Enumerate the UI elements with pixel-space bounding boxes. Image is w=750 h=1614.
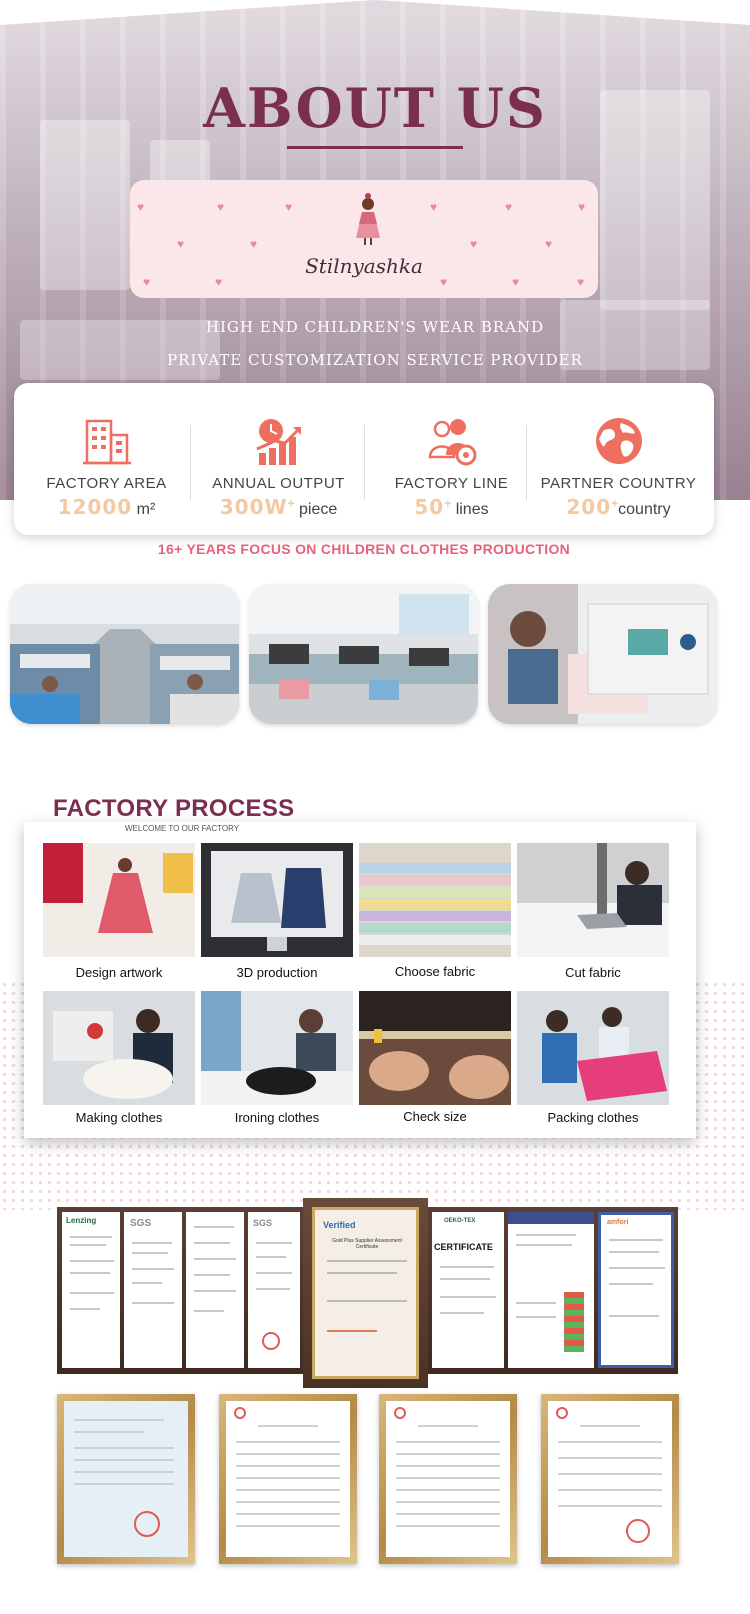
- stat-factory-area: FACTORY AREA 12000 m²: [19, 383, 194, 535]
- step-photo-packing: [517, 991, 669, 1105]
- step-label: Cut fabric: [565, 965, 621, 980]
- heart-icon: ♥: [512, 275, 520, 289]
- certificate-test-report-2: [379, 1394, 517, 1564]
- clock-growth-icon: [256, 419, 301, 465]
- factory-photo-sewing-floor: [249, 584, 478, 724]
- certificate-sgs-2: SGS: [248, 1212, 300, 1368]
- step-label: 3D production: [236, 965, 318, 980]
- stat-unit: country: [618, 501, 671, 518]
- step-label: Check size: [403, 1109, 467, 1124]
- tagline-service: PRIVATE CUSTOMIZATION SERVICE PROVIDER: [167, 351, 583, 369]
- stat-plus: +: [611, 496, 619, 511]
- heart-icon: ♥: [545, 237, 553, 251]
- step-photo-cut: [517, 843, 669, 957]
- certificate-amfori: amfori: [598, 1212, 674, 1368]
- stat-factory-line: FACTORY LINE 50+ lines: [364, 383, 539, 535]
- step-label: Choose fabric: [394, 964, 476, 979]
- certificate-test-report-1: [219, 1394, 357, 1564]
- heart-icon: ♥: [143, 275, 151, 289]
- step-photo-ironing: [201, 991, 353, 1105]
- process-title: FACTORY PROCESS: [53, 795, 295, 822]
- stat-label: FACTORY AREA: [46, 475, 167, 492]
- heart-icon: ♥: [217, 200, 225, 214]
- heart-icon: ♥: [440, 275, 448, 289]
- divider: [190, 425, 191, 500]
- heart-icon: ♥: [137, 200, 145, 214]
- tagline-brand: HIGH END CHILDREN'S WEAR BRAND: [205, 318, 545, 336]
- step-photo-design: [43, 843, 195, 957]
- step-photo-fabric: [359, 843, 511, 957]
- stat-value: 12000: [57, 495, 133, 519]
- building-icon: [83, 419, 131, 465]
- heart-icon: ♥: [215, 275, 223, 289]
- factory-photo-machine: [488, 584, 717, 724]
- certificate-test-report-3: [541, 1394, 679, 1564]
- stat-unit: piece: [294, 501, 338, 518]
- stat-plus: +: [444, 496, 452, 511]
- stat-unit: m²: [132, 501, 156, 518]
- heart-icon: ♥: [430, 200, 438, 214]
- certificate-inspection: [57, 1394, 195, 1564]
- girl-logo-icon: [356, 193, 380, 245]
- certificate-oekotex: CERTIFICATE OEKO-TEX: [432, 1212, 504, 1368]
- stat-value: 300W: [219, 495, 288, 519]
- certificate-frame-verified: Verified Gold Plus Supplier Assessment C…: [303, 1198, 428, 1388]
- heart-icon: ♥: [505, 200, 513, 214]
- heart-icon: ♥: [250, 237, 258, 251]
- stat-value: 50: [414, 495, 445, 519]
- globe-icon: [596, 418, 642, 464]
- certificate-report: [186, 1212, 244, 1368]
- step-photo-3d: [201, 843, 353, 957]
- process-subtitle: WELCOME TO OUR FACTORY: [125, 824, 240, 833]
- stat-unit: lines: [451, 501, 489, 518]
- page-title: ABOUT US: [203, 76, 547, 140]
- stat-partner-country: PARTNER COUNTRY 200+country: [531, 383, 706, 535]
- divider: [364, 425, 365, 500]
- heart-icon: ♥: [578, 200, 586, 214]
- step-label: Packing clothes: [547, 1110, 639, 1125]
- step-label: Making clothes: [75, 1110, 163, 1125]
- stat-annual-output: ANNUAL OUTPUT 300W+ piece: [191, 383, 366, 535]
- stat-label: ANNUAL OUTPUT: [212, 475, 345, 492]
- step-label: Ironing clothes: [234, 1110, 320, 1125]
- stat-label: FACTORY LINE: [394, 475, 509, 492]
- workers-gear-icon: [428, 419, 477, 466]
- brand-name: Stilnyashka: [305, 254, 423, 278]
- stat-plus: +: [287, 496, 295, 511]
- heart-icon: ♥: [177, 237, 185, 251]
- stat-value: 200: [566, 495, 612, 519]
- title-underline: [287, 146, 463, 149]
- step-label: Design artwork: [75, 965, 163, 980]
- certificate-table: [508, 1212, 594, 1368]
- step-photo-making: [43, 991, 195, 1105]
- stat-label: PARTNER COUNTRY: [540, 475, 697, 492]
- certificate-lenzing: Lenzing: [62, 1212, 120, 1368]
- focus-headline: 16+ YEARS FOCUS ON CHILDREN CLOTHES PROD…: [157, 541, 571, 557]
- certificate-sgs-1: SGS: [124, 1212, 182, 1368]
- divider: [526, 425, 527, 500]
- factory-photo-workshop: [10, 584, 239, 724]
- heart-icon: ♥: [285, 200, 293, 214]
- stats-panel: FACTORY AREA 12000 m² ANNUAL OUTPUT 300W…: [14, 383, 714, 535]
- heart-icon: ♥: [577, 275, 585, 289]
- heart-icon: ♥: [470, 237, 478, 251]
- step-photo-check: [359, 991, 511, 1105]
